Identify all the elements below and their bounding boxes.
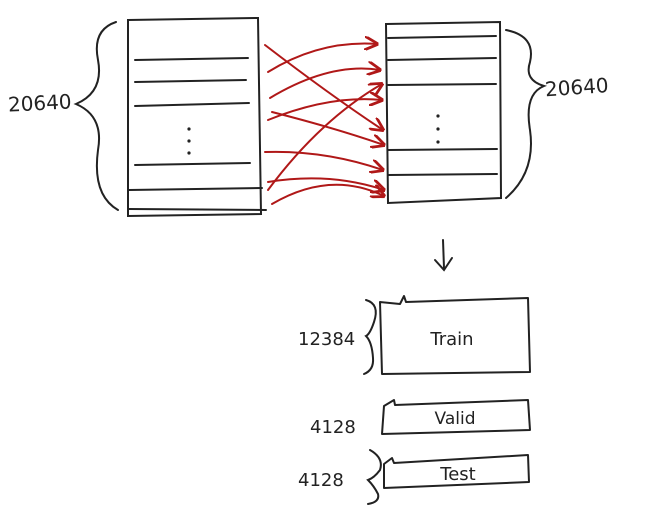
shuffle-arrow	[271, 183, 384, 205]
test-split: 4128 Test	[298, 449, 530, 505]
original-dataset-box	[127, 16, 267, 218]
shuffle-arrow	[264, 150, 383, 170]
shuffle-arrow	[271, 111, 384, 145]
valid-box	[381, 399, 531, 435]
shuffled-ellipsis-dots	[436, 114, 440, 144]
right-count-label: 20640	[544, 73, 609, 101]
test-label: Test	[439, 464, 475, 485]
shuffle-arrow	[267, 84, 382, 191]
test-brace	[366, 449, 382, 505]
shuffle-arrow	[267, 44, 377, 73]
valid-split: 4128 Valid	[310, 399, 531, 438]
train-split: 12384 Train	[298, 295, 531, 375]
shuffle-arrows	[264, 44, 384, 205]
shuffled-dataset-box	[384, 20, 503, 205]
train-box	[379, 295, 531, 375]
shuffle-arrow	[269, 69, 380, 99]
original-ellipsis-dots	[187, 127, 191, 155]
train-brace	[363, 299, 377, 375]
test-box	[383, 454, 530, 489]
left-brace	[73, 21, 119, 211]
shuffle-arrow	[264, 44, 383, 130]
right-brace	[505, 29, 548, 199]
left-count-label: 20640	[7, 89, 72, 116]
valid-count-label: 4128	[310, 417, 356, 438]
train-count-label: 12384	[298, 329, 355, 350]
train-label: Train	[429, 329, 473, 350]
valid-label: Valid	[435, 409, 476, 429]
test-count-label: 4128	[298, 470, 344, 491]
down-arrow	[434, 239, 453, 272]
shuffled-rows	[387, 35, 498, 176]
original-rows	[128, 57, 267, 211]
